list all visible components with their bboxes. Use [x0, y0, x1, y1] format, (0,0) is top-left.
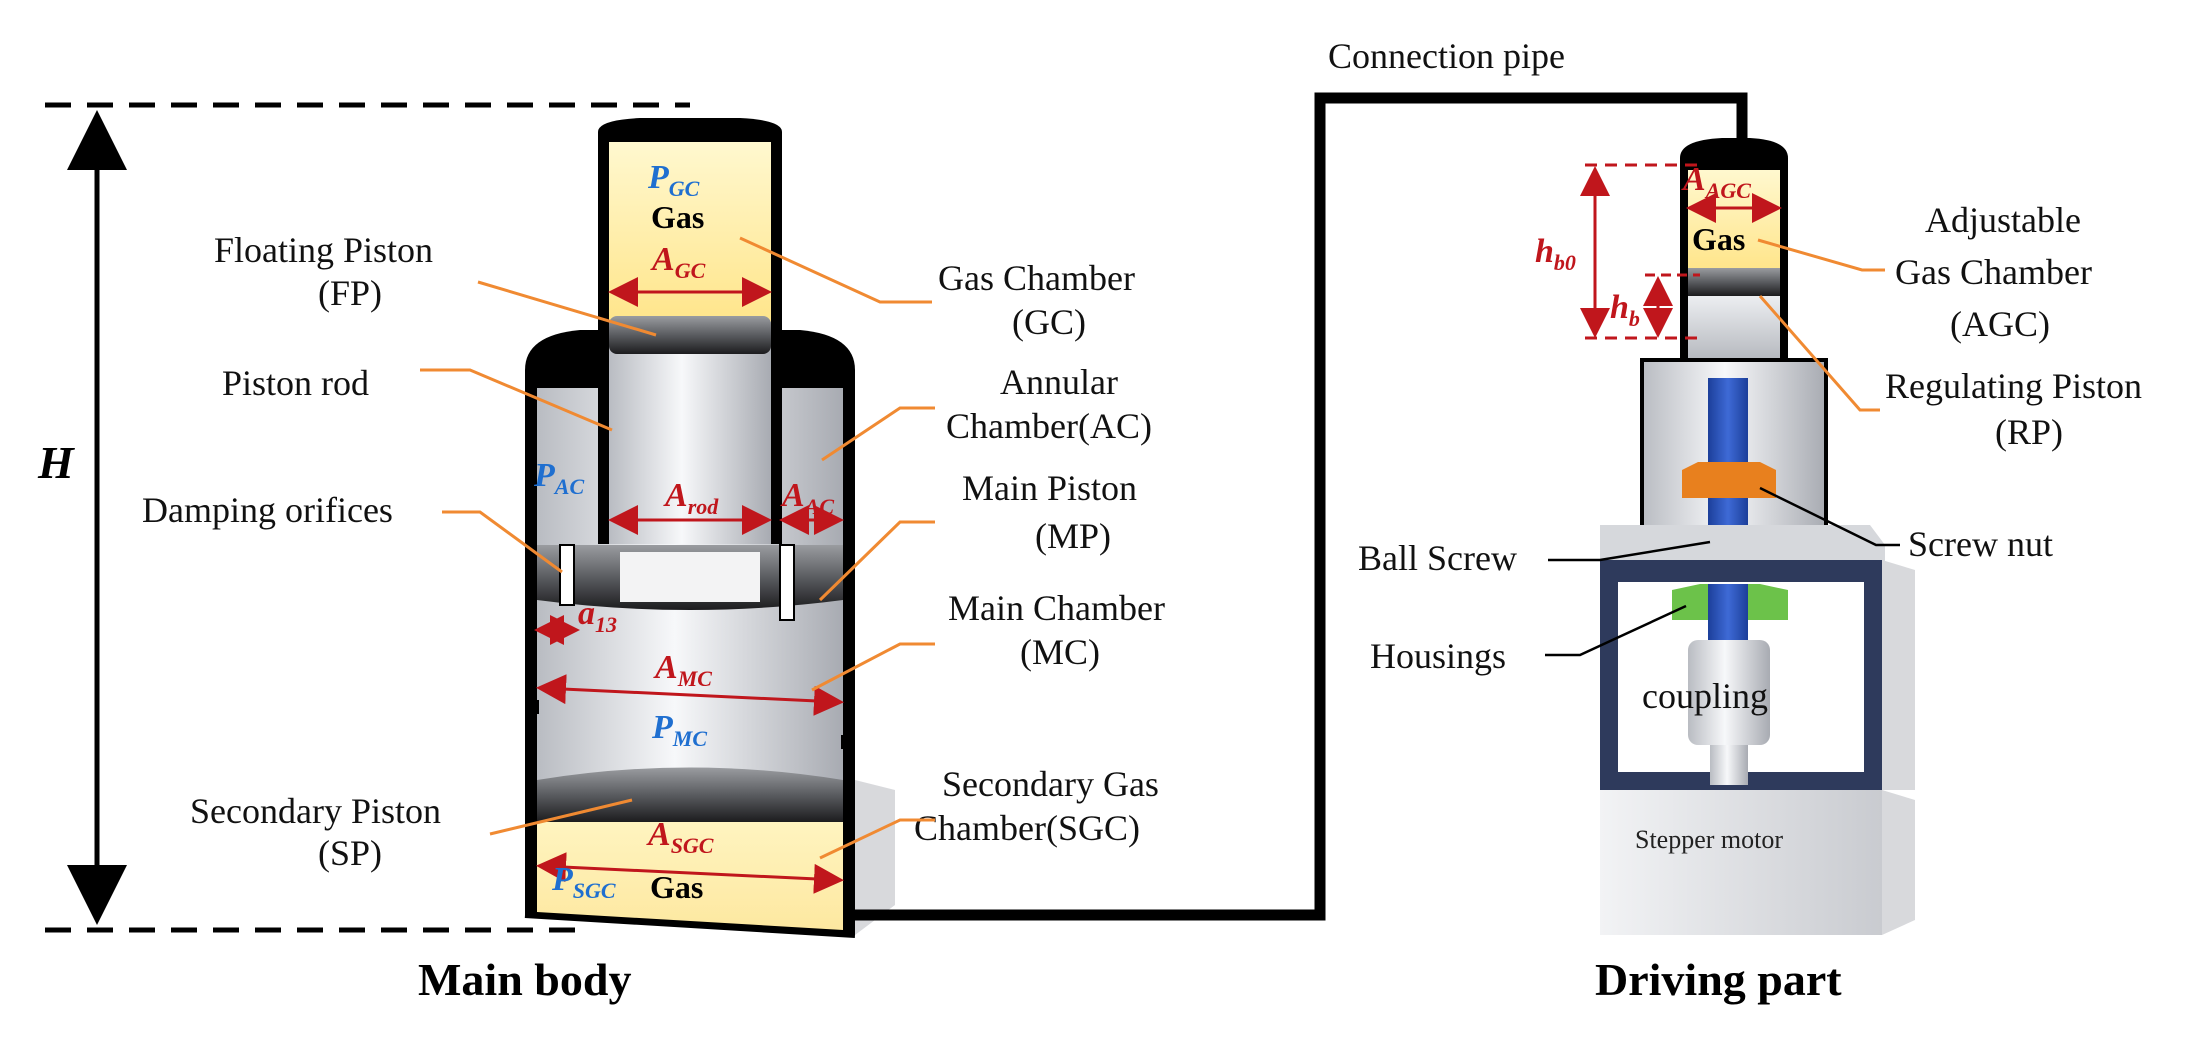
driving-part-symbols: AAGC Gas hb0 hb [1535, 161, 1782, 340]
label-adjustable: Adjustable [1925, 200, 2081, 240]
regulating-piston [1688, 268, 1780, 296]
label-regulating-piston: Regulating Piston [1885, 366, 2142, 406]
label-damping-orifices: Damping orifices [142, 490, 393, 530]
height-dimension: H [37, 102, 690, 933]
label-coupling: coupling [1642, 676, 1768, 716]
label-secondary-gas-chamber: Secondary Gas [942, 764, 1159, 804]
symbol-p-gc: PGC [647, 159, 700, 201]
label-housings: Housings [1370, 636, 1506, 676]
label-connection-pipe: Connection pipe [1328, 36, 1565, 76]
secondary-piston [537, 767, 843, 822]
label-main-piston: Main Piston [962, 468, 1137, 508]
label-gas-chamber: Gas Chamber [938, 258, 1135, 298]
title-driving-part: Driving part [1595, 954, 1842, 1005]
label-annular-chamber: Annular [1000, 362, 1118, 402]
symbol-p-ac: PAC [533, 457, 584, 499]
label-main-chamber-abbr: (MC) [1020, 632, 1100, 672]
label-secondary-gas-chamber-abbr: Chamber(SGC) [914, 808, 1140, 848]
symbol-a-13: a13 [578, 595, 617, 637]
symbol-h-b0: hb0 [1535, 233, 1576, 275]
label-main-chamber: Main Chamber [948, 588, 1165, 628]
label-stepper-motor: Stepper motor [1635, 825, 1783, 854]
label-secondary-piston: Secondary Piston [190, 791, 441, 831]
gas-label-agc: Gas [1692, 221, 1745, 257]
damping-orifice-right [779, 544, 795, 621]
symbol-p-mc: PMC [651, 709, 707, 751]
label-agc-abbr: (AGC) [1950, 304, 2050, 344]
label-regulating-piston-abbr: (RP) [1995, 412, 2063, 452]
label-annular-chamber-abbr: Chamber(AC) [946, 406, 1152, 446]
label-piston-rod: Piston rod [222, 363, 369, 403]
stepper-motor [1600, 790, 1882, 935]
screw-nut [1682, 462, 1776, 498]
label-secondary-piston-abbr: (SP) [318, 833, 382, 873]
label-gas-chamber-abbr: (GC) [1012, 302, 1086, 342]
connection-pipe: Connection pipe [855, 36, 1748, 921]
label-main-piston-abbr: (MP) [1035, 516, 1111, 556]
label-floating-piston: Floating Piston [214, 230, 433, 270]
driving-part-labels: Adjustable Gas Chamber (AGC) Regulating … [1358, 200, 2142, 1005]
main-body-symbols: PGC Gas AGC PAC Arod AAC a13 AMC PMC ASG… [533, 159, 844, 905]
height-symbol: H [37, 437, 75, 488]
floating-piston [609, 316, 771, 354]
title-main-body: Main body [418, 954, 631, 1005]
main-body-labels: Floating Piston (FP) Piston rod Damping … [142, 230, 1165, 1005]
symbol-p-sgc: PSGC [551, 861, 616, 903]
coupling-body [1688, 640, 1770, 745]
label-gas-chamber-agc: Gas Chamber [1895, 252, 2092, 292]
label-screw-nut: Screw nut [1908, 524, 2053, 564]
label-floating-piston-abbr: (FP) [318, 273, 382, 313]
gas-label-gc: Gas [651, 199, 704, 235]
label-ball-screw: Ball Screw [1358, 538, 1517, 578]
symbol-h-b: hb [1610, 289, 1640, 331]
gas-label-sgc: Gas [650, 869, 703, 905]
driving-part [1600, 138, 1915, 935]
damping-orifice-left [559, 544, 575, 606]
